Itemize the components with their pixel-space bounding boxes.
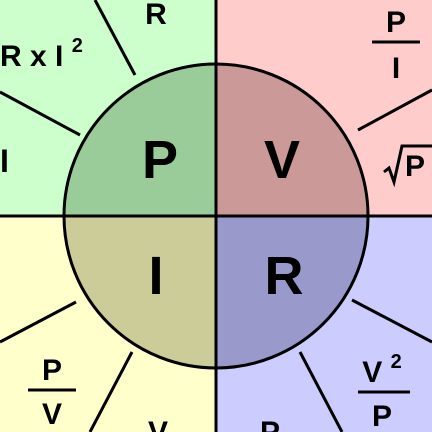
formula-v-base: V [362,356,382,389]
formula-exponent: 2 [72,35,83,57]
center-segment-p [64,64,216,216]
formula-left-i: I [0,143,9,179]
spoke [0,300,77,344]
center-label-p: P [142,130,178,190]
formula-p-over-i-numerator: P [386,6,406,39]
center-circle-outline [62,62,370,370]
formula-r-times-i-main: R x I [0,40,63,73]
center-label-v: V [264,130,300,190]
spoke [298,351,344,432]
center-segment-i [64,216,216,368]
spoke [93,0,137,76]
formula-p-over-v-denominator: V [42,398,62,431]
formula-p-squared-over-r-part: R [145,0,167,31]
formula-bottom-v: V [148,416,168,432]
formula-v-squared-over-p-denominator: P [372,400,392,432]
formula-p-over-i-denominator: I [392,52,400,85]
center-label-i: I [148,246,163,306]
center-label-r: R [265,246,304,306]
formula-sqrt-p: P [405,150,425,183]
square-root-symbol [383,144,432,188]
center-segment-v [216,64,368,216]
spoke [351,298,432,344]
formula-bottom-p: P [260,416,280,432]
spoke [88,351,134,432]
spoke [0,90,81,137]
formula-exponent: 2 [391,351,402,373]
formula-v-squared-over-p-numerator: V 2 [362,351,401,389]
center-segment-r [216,216,368,368]
formula-r-times-i-squared: R x I 2 [0,35,83,73]
formula-p-over-v-numerator: P [42,354,62,387]
spoke [357,88,432,132]
